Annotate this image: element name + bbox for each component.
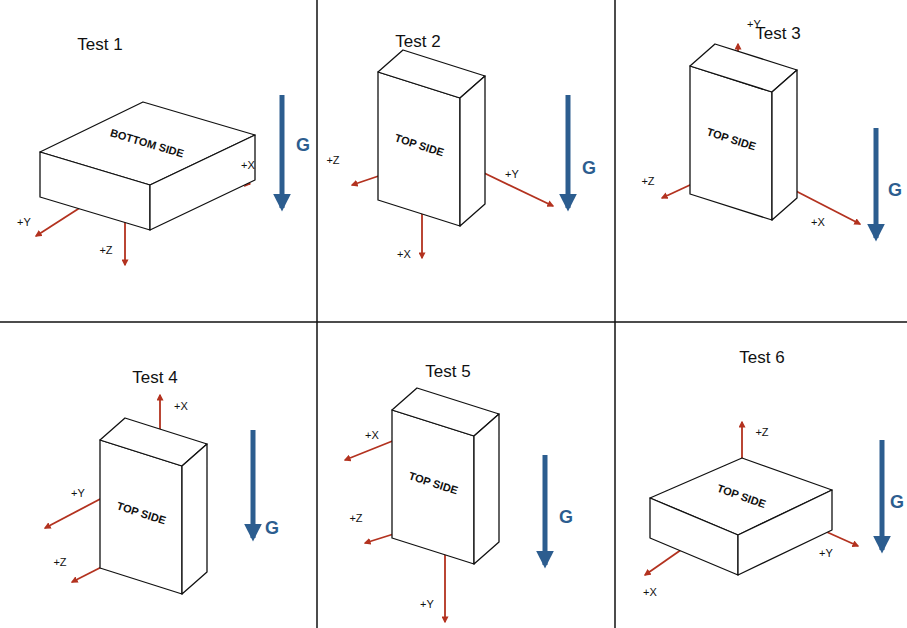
axis-arrow <box>790 188 860 224</box>
test-panel: Test 4 TOP SIDE <box>0 322 317 628</box>
gravity-arrow <box>543 455 548 565</box>
axis-label: +Y <box>16 216 32 228</box>
axis-label: +X <box>240 159 256 171</box>
sensor-box: TOP SIDE <box>687 41 800 223</box>
axis-label: +Y <box>419 598 435 610</box>
box-face <box>182 444 207 594</box>
box-face <box>690 66 772 220</box>
axis-arrow <box>45 497 104 528</box>
box-face <box>40 152 150 230</box>
test-title: Test 2 <box>395 32 440 52</box>
gravity-label: G <box>295 135 311 156</box>
axis-label: +Z <box>640 175 655 187</box>
box-outline <box>97 415 210 597</box>
axis-label: +X <box>173 400 189 412</box>
axis-label: +Z <box>348 512 363 524</box>
box-face <box>378 72 460 226</box>
axis-label: +Z <box>325 154 340 166</box>
gravity-label: G <box>558 507 574 528</box>
test-title: Test 3 <box>755 24 800 44</box>
axis-arrow <box>345 440 395 460</box>
gravity-arrow <box>280 95 285 208</box>
axis-label: +X <box>642 586 658 598</box>
box-face <box>474 414 499 564</box>
test-panel: Test 5 TOP SIDE <box>317 322 615 628</box>
sensor-box: TOP SIDE <box>647 455 835 578</box>
gravity-label: G <box>887 180 903 201</box>
axis-label: +Y <box>818 547 834 559</box>
divider-line <box>316 0 318 628</box>
box-face <box>772 70 797 220</box>
test-panel: Test 1 BOTTOM SIDE <box>0 0 317 322</box>
box-face <box>392 410 474 564</box>
box-face <box>650 498 738 575</box>
axis-label: +Z <box>754 426 769 438</box>
test-panel: Test 2TOP SIDE <box>317 0 615 322</box>
sensor-box: TOP SIDE <box>389 385 502 567</box>
sensor-box: BOTTOM SIDE <box>37 99 258 233</box>
axis-label: +Z <box>98 244 113 256</box>
box-outline <box>375 47 488 229</box>
axis-label: +Y <box>70 487 86 499</box>
axis-label: +X <box>810 216 826 228</box>
box-outline <box>687 41 800 223</box>
axis-label: +X <box>396 248 412 260</box>
divider-line <box>0 321 907 323</box>
axis-label: +Y <box>504 168 520 180</box>
box-outline <box>389 385 502 567</box>
sensor-box: TOP SIDE <box>97 415 210 597</box>
gravity-arrow <box>880 440 885 550</box>
gravity-label: G <box>581 158 597 179</box>
divider-line <box>614 0 616 628</box>
box-outline <box>647 455 835 578</box>
axis-arrows <box>36 44 882 622</box>
gravity-arrow <box>566 95 571 208</box>
box-face <box>100 440 182 594</box>
box-face <box>460 76 485 226</box>
test-title: Test 6 <box>739 348 784 368</box>
gravity-arrow <box>251 430 256 538</box>
axis-label: +Z <box>52 556 67 568</box>
test-title: Test 1 <box>77 35 122 55</box>
gravity-arrow <box>874 128 879 238</box>
test-panel: Test 6 TOP SIDE <box>615 322 907 628</box>
box-outline <box>37 99 258 233</box>
test-title: Test 4 <box>132 368 177 388</box>
gravity-label: G <box>889 492 905 513</box>
gravity-label: G <box>264 518 280 539</box>
test-panel: Test 3TOP SIDE <box>615 0 907 322</box>
axis-arrow <box>444 545 446 622</box>
axis-label: +X <box>364 429 380 441</box>
test-title: Test 5 <box>425 362 470 382</box>
axis-label: +Y <box>746 18 762 30</box>
sensor-box: TOP SIDE <box>375 47 488 229</box>
